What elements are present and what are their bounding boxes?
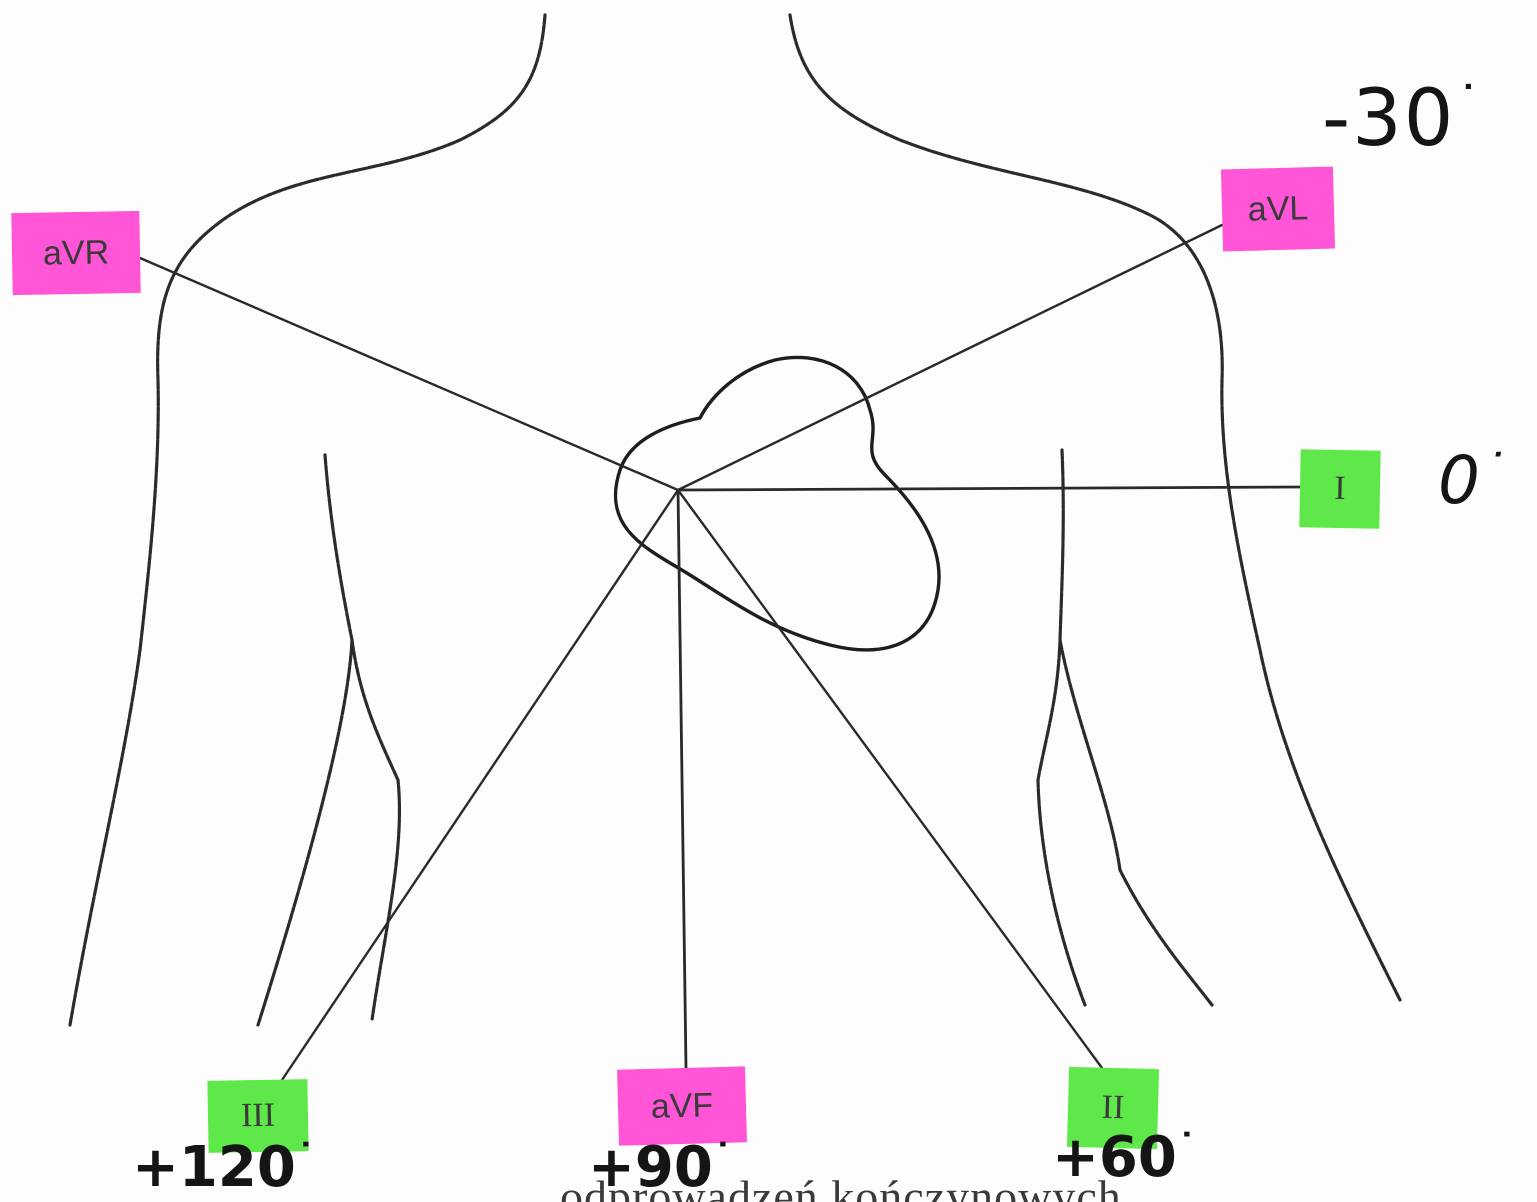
lead-label-avf: aVF — [617, 1066, 747, 1145]
angle-value-i: 0 — [1438, 442, 1482, 519]
degree-mark: ˙ — [1482, 444, 1508, 500]
left-torso-side-outline — [258, 640, 352, 1025]
angle-value-iii: +120 — [132, 1135, 296, 1200]
caption-text: odprowadzeń kończynowych — [560, 1170, 1122, 1202]
lead-label-i: I — [1299, 449, 1380, 528]
left-neck-shoulder-outline — [70, 15, 545, 1025]
angle-value-avl: -30 — [1322, 74, 1455, 164]
degree-mark: ˙ — [1455, 76, 1483, 136]
lead-label-avr: aVR — [11, 211, 140, 295]
right-torso-side-outline — [1060, 640, 1212, 1005]
right-inner-arm-outline — [1038, 450, 1085, 1005]
degree-mark: ˙ — [1177, 1127, 1197, 1173]
lead-label-avl: aVL — [1221, 167, 1335, 252]
axis-avl — [678, 225, 1222, 490]
angle-label-avl: -30˙ — [1322, 80, 1483, 158]
degree-mark: ˙ — [296, 1137, 316, 1183]
axis-avr — [140, 258, 678, 490]
axis-lead-i — [678, 487, 1302, 490]
angle-label-i: 0˙ — [1438, 448, 1508, 514]
axis-avf — [678, 490, 686, 1068]
angle-label-iii: +120˙ — [132, 1140, 316, 1196]
heart-outline — [615, 357, 939, 649]
